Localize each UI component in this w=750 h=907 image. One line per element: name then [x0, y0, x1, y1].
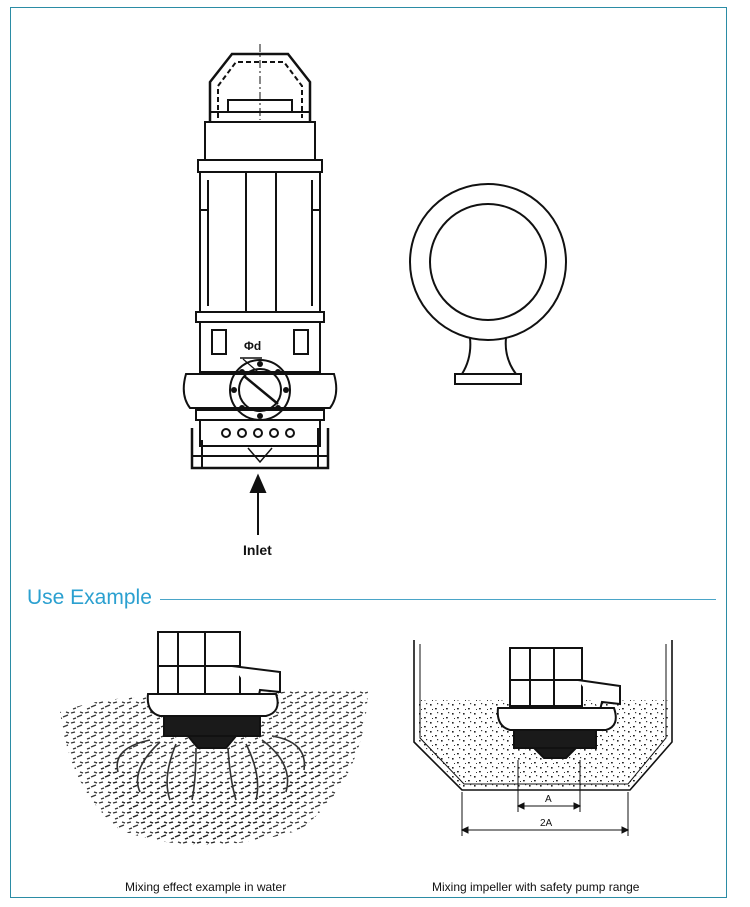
page-frame [10, 7, 727, 898]
flange-bolts [231, 361, 289, 419]
section-divider [160, 599, 716, 600]
mixing-water-illustration [60, 631, 368, 845]
section-title: Use Example [27, 586, 152, 609]
safety-range-illustration: A 2A [413, 640, 673, 836]
dimension-a-label: A [545, 794, 552, 805]
diameter-label: Φd [244, 339, 261, 353]
dimension-lines [460, 760, 630, 836]
inlet-holes [221, 428, 295, 438]
left-example-caption: Mixing effect example in water [125, 880, 287, 894]
right-example-caption: Mixing impeller with safety pump range [432, 880, 640, 894]
dimension-2a-label: 2A [540, 818, 553, 829]
pump-front-view [182, 44, 338, 535]
section-header: Use Example [27, 585, 152, 611]
inlet-label: Inlet [243, 542, 272, 558]
flow-arrows [116, 735, 306, 801]
volute-side-view [409, 183, 567, 385]
